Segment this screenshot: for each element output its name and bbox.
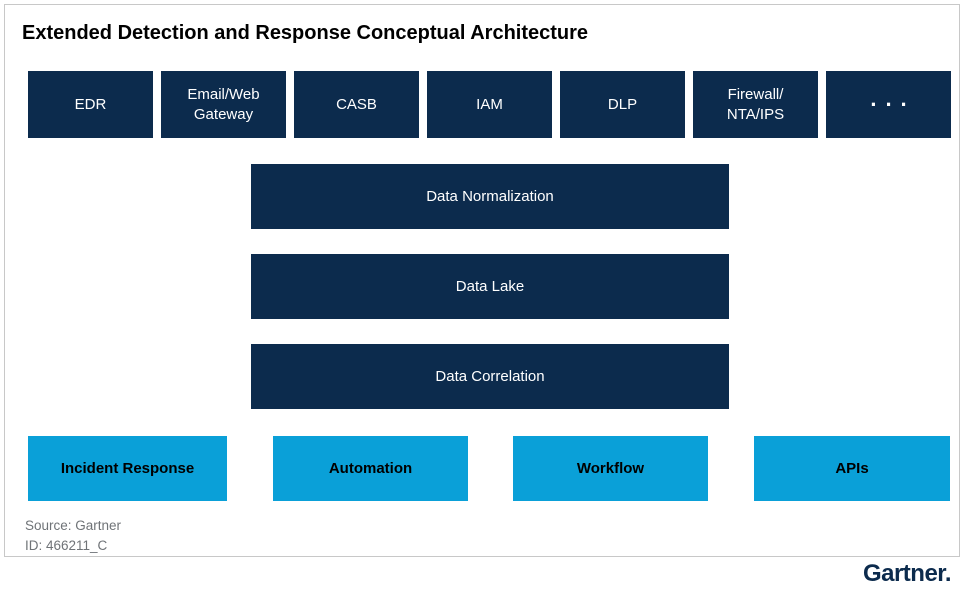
capability-box-incident-response: Incident Response <box>28 436 227 501</box>
security-tools-row: EDR Email/Web Gateway CASB IAM DLP Firew… <box>28 71 951 138</box>
pipeline-box-data-normalization: Data Normalization <box>251 164 729 229</box>
source-box-firewall-nta-ips: Firewall/ NTA/IPS <box>693 71 818 138</box>
ellipsis-dots: ... <box>870 86 916 112</box>
capability-box-incident-response-label: Incident Response <box>60 460 195 477</box>
source-box-casb-label: CASB <box>336 95 377 113</box>
document-id: ID: 466211_C <box>25 538 108 553</box>
capability-box-automation: Automation <box>273 436 468 501</box>
source-box-iam-label: IAM <box>476 95 503 113</box>
source-box-dlp-label: DLP <box>607 95 638 113</box>
capability-box-apis-label: APIs <box>835 460 869 477</box>
source-attribution: Source: Gartner <box>25 518 122 533</box>
capability-box-apis: APIs <box>754 436 950 501</box>
source-box-dlp: DLP <box>560 71 685 138</box>
capability-box-workflow-label: Workflow <box>576 460 645 477</box>
source-box-iam: IAM <box>427 71 552 138</box>
pipeline-box-data-normalization-label: Data Normalization <box>426 188 554 205</box>
page-title: Extended Detection and Response Conceptu… <box>22 22 589 44</box>
footer-note: Source: Gartner ID: 466211_C <box>25 516 121 556</box>
pipeline-box-data-lake: Data Lake <box>251 254 729 319</box>
diagram-panel: Extended Detection and Response Conceptu… <box>4 4 960 557</box>
pipeline-box-data-lake-label: Data Lake <box>455 278 525 295</box>
capability-box-workflow: Workflow <box>513 436 708 501</box>
source-box-email-web-gateway: Email/Web Gateway <box>161 71 286 138</box>
gartner-logo: Gartner. <box>862 560 952 587</box>
pipeline-box-data-correlation-label: Data Correlation <box>435 368 545 385</box>
source-box-casb: CASB <box>294 71 419 138</box>
source-box-edr: EDR <box>28 71 153 138</box>
source-box-firewall-nta-ips-label: Firewall/ NTA/IPS <box>726 86 785 123</box>
pipeline-box-data-correlation: Data Correlation <box>251 344 729 409</box>
capability-box-automation-label: Automation <box>328 460 413 477</box>
source-box-ellipsis: ... <box>826 71 951 138</box>
source-box-email-web-gateway-label: Email/Web Gateway <box>187 86 260 123</box>
source-box-edr-label: EDR <box>74 95 107 113</box>
